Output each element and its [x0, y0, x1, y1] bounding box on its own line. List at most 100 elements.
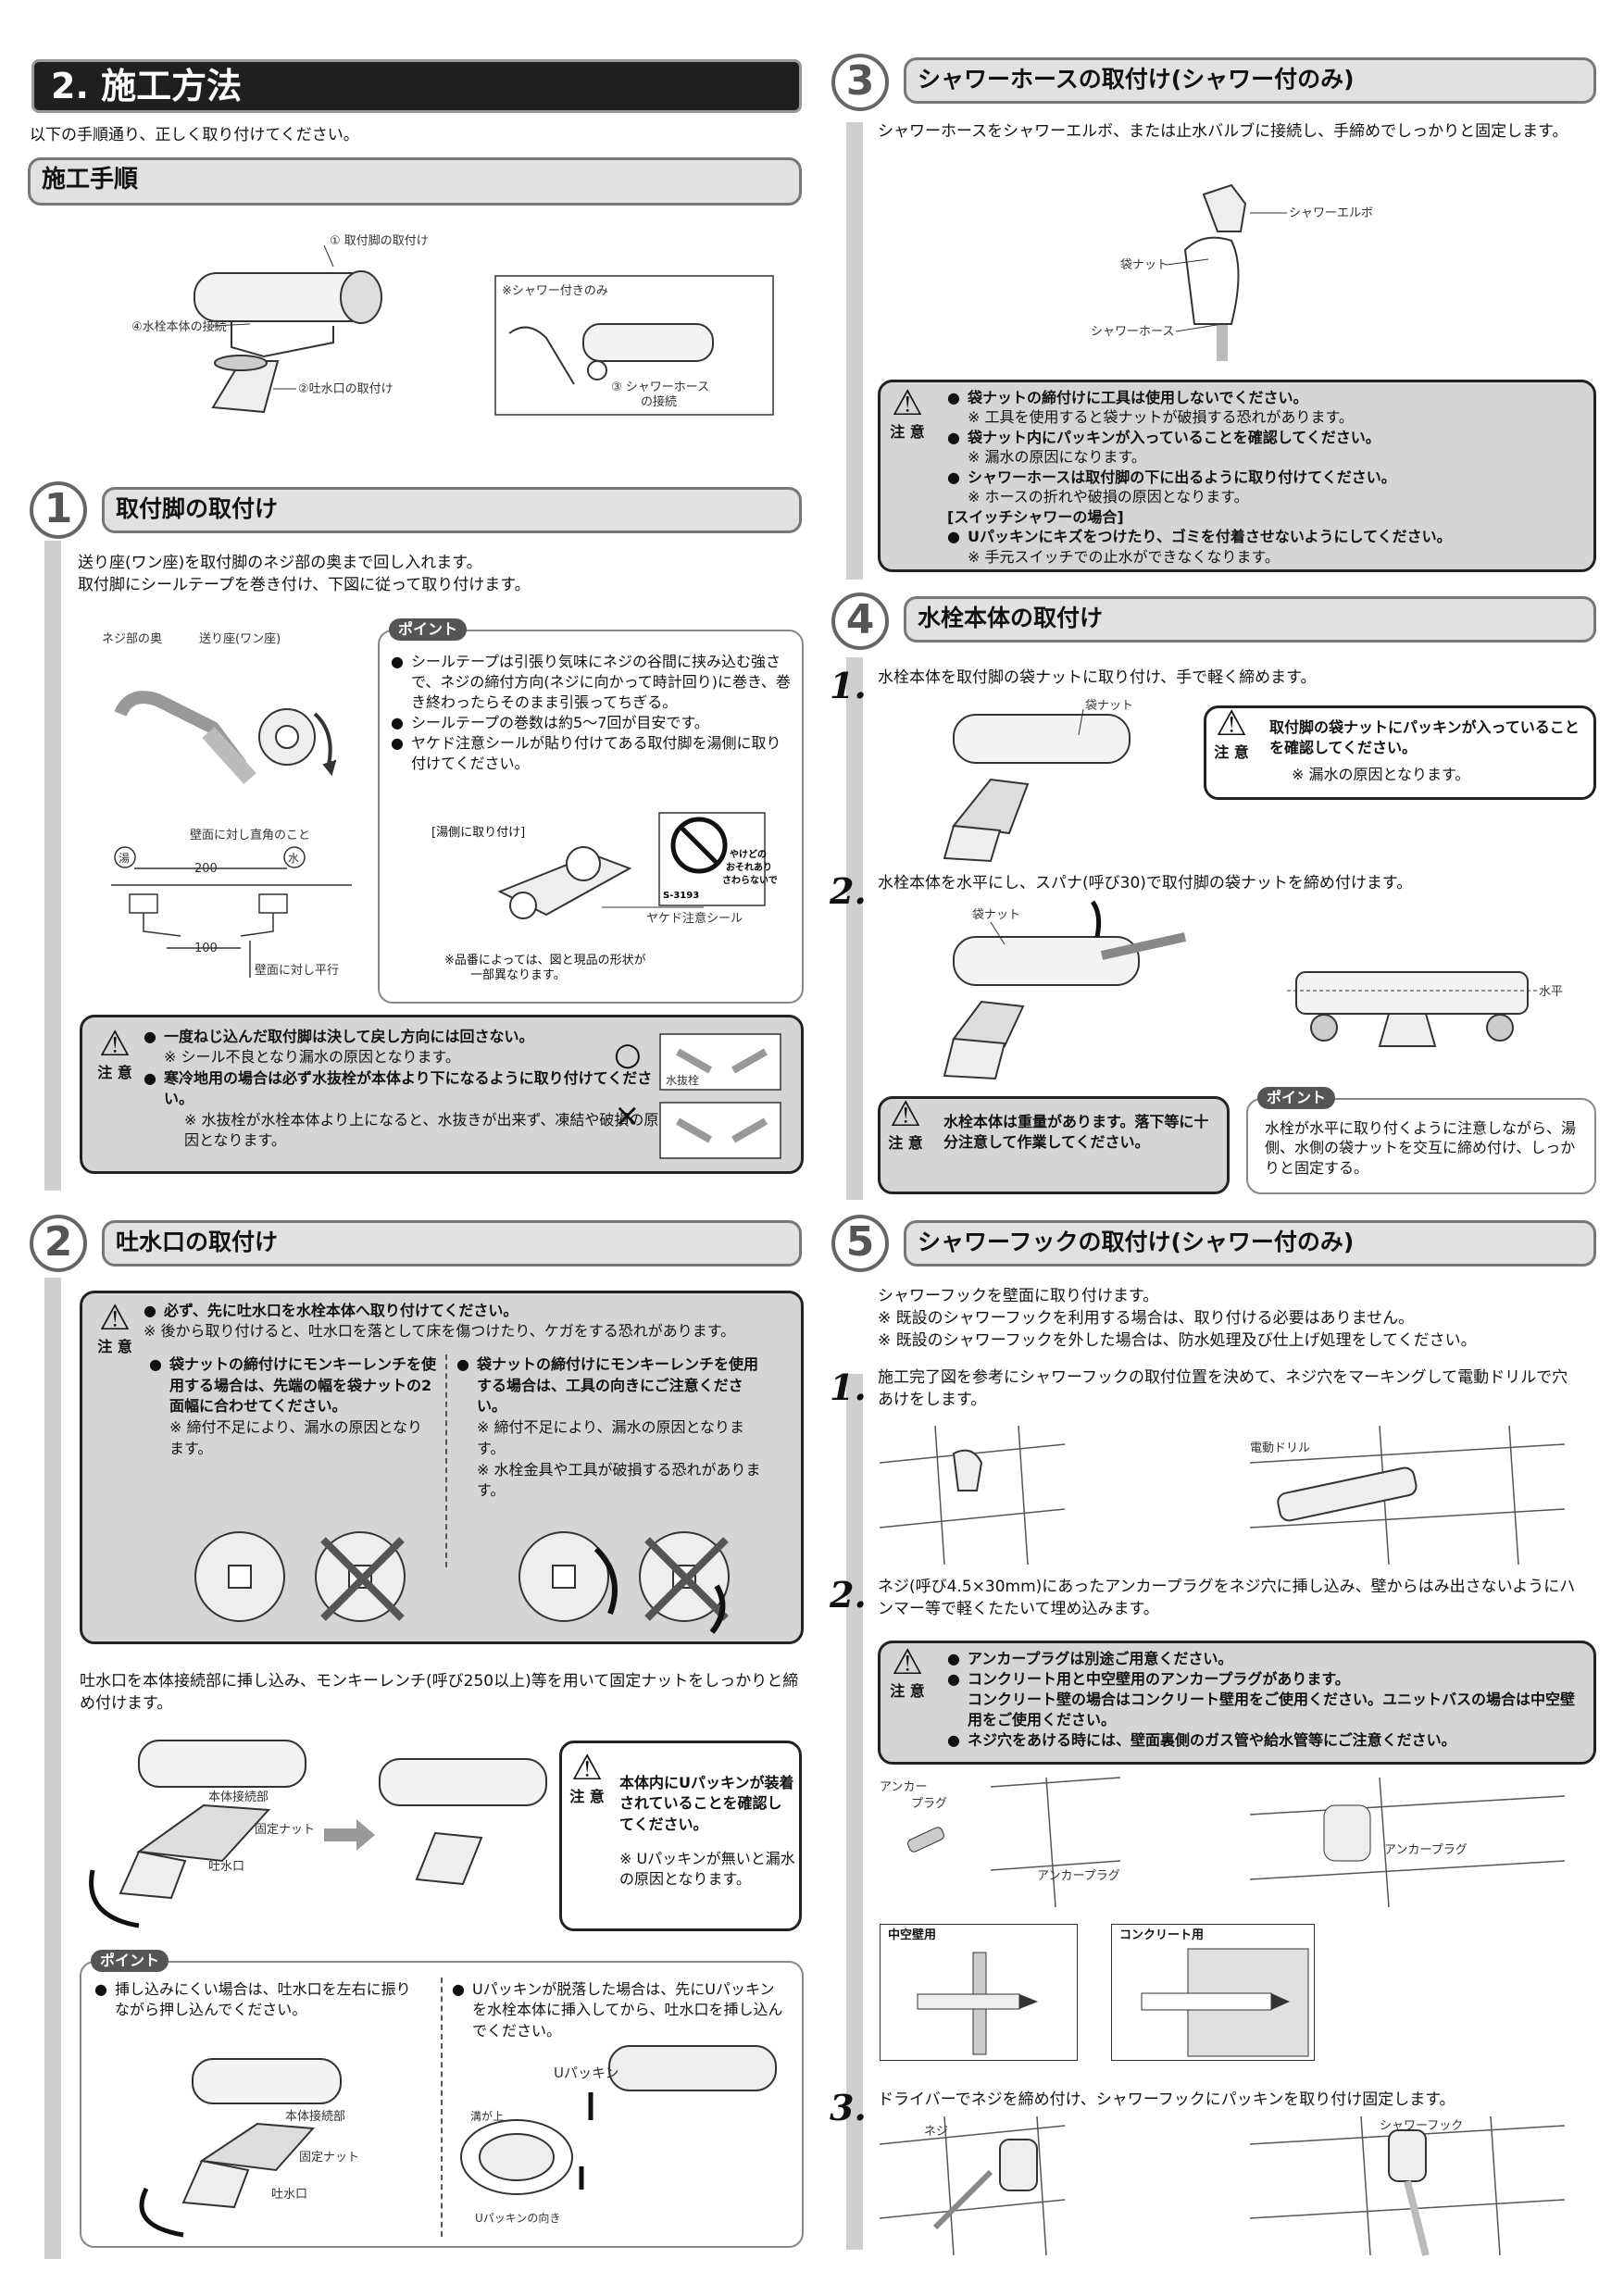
s5-caution2: コンクリート用と中空壁用のアンカープラグがあります。 [947, 1669, 1586, 1690]
s1-lbl-parallel: 壁面に対し平行 [255, 964, 339, 978]
s2-caution1-note: ※ 後から取り付けると、吐水口を落として床を傷つけたり、ケガをする恐れがあります… [144, 1322, 736, 1341]
no-touch-icon [670, 817, 728, 874]
s3-caution3: シャワーホースは取付脚の下に出るように取り付けてください。 [947, 468, 1586, 488]
s3-caution3-note: ※ ホースの折れや破損の原因となります。 [968, 488, 1249, 506]
s2-caution3: 袋ナットの締付けにモンキーレンチを使用する場合は、工具の向きにご注意ください。 [456, 1354, 771, 1417]
s4-caution1: 取付脚の袋ナットにパッキンが入っていることを確認してください。 [1269, 718, 1580, 756]
s1-lbl-100: 100 [194, 942, 218, 955]
step2-number: 2 [30, 1215, 87, 1272]
s3-caution1-note: ※ 工具を使用すると袋ナットが破損する恐れがあります。 [968, 408, 1354, 427]
s3-caution1: 袋ナットの締付けに工具は使用しないでください。 [947, 388, 1586, 408]
step1-text1: 送り座(ワン座)を取付脚のネジ部の奥まで回し入れます。 [78, 554, 482, 572]
step1-number: 1 [30, 481, 87, 539]
s5-s2: ネジ(呼び4.5×30mm)にあったアンカープラグをネジ穴に挿し込み、壁からはみ… [878, 1578, 1576, 1619]
page-title: 2. 施工方法 [31, 59, 802, 113]
step5-sub3-num: 3. [830, 2087, 867, 2128]
step4-body-illustration: 袋ナット [943, 699, 1133, 863]
s5-lbl-concrete: コンクリート用 [1119, 1928, 1205, 1942]
concrete-wall-box: コンクリート用 [1111, 1924, 1315, 2061]
step3-title: シャワーホースの取付け(シャワー付のみ) [904, 57, 1596, 104]
caution-divider [445, 1354, 447, 1567]
step1-point-tag: ポイント [389, 618, 468, 641]
concrete-anchor-drawing [1141, 1948, 1309, 2057]
step5-title: シャワーフックの取付け(シャワー付のみ) [904, 1220, 1596, 1267]
s1-lbl-cold: 水 [288, 852, 299, 865]
shower-only-label: ※シャワー付きのみ [502, 284, 608, 298]
hollow-wall-box: 中空壁用 [880, 1924, 1078, 2061]
step1-title: 取付脚の取付け [102, 487, 802, 533]
pt-lbl-body: 本体接続部 [285, 2109, 345, 2124]
ng-cross [320, 1537, 729, 1621]
step4-title: 水栓本体の取付け [904, 596, 1596, 643]
s3-caution2: 袋ナット内にパッキンが入っていることを確認してください。 [947, 428, 1586, 448]
step3-hose-illustration: シャワーエルボ 袋ナット シャワーホース [1091, 183, 1373, 361]
ov-label2: ②吐水口の取付け [298, 382, 394, 396]
drain-valve-illustration: 水抜栓 [659, 1033, 781, 1159]
point-divider [441, 1978, 443, 2237]
s2-lbl-body: 本体接続部 [208, 1790, 269, 1804]
s1-lbl-200: 200 [194, 862, 218, 876]
s5-caution2b: コンクリート壁の場合はコンクリート壁用をご使用ください。ユニットバスの場合は中空… [968, 1691, 1576, 1729]
step4-s2: 水栓本体を水平にし、スパナ(呼び30)で取付脚の袋ナットを締め付けます。 [878, 874, 1413, 892]
ov-label3b: の接続 [641, 394, 677, 409]
s1-lbl-rightangle: 壁面に対し直角のこと [190, 829, 310, 842]
step4-number: 4 [831, 593, 889, 650]
s5-lbl-anchor1b: プラグ [911, 1797, 947, 1811]
step2-title: 吐水口の取付け [102, 1220, 802, 1267]
s3-lbl-elbow: シャワーエルボ [1289, 206, 1373, 220]
s2-caution-upack: 本体内にUパッキンが装着されていることを確認してください。 [619, 1774, 794, 1833]
s2-lbl-nut: 固定ナット [255, 1823, 315, 1837]
s1-caution2: 寒冷地用の場合は必ず水抜栓が本体より下になるように取り付けてください。 [144, 1068, 662, 1110]
burn-sticker-label: ヤケド注意シール [646, 911, 743, 926]
step2-caution-upacking: ⚠注 意 本体内にUパッキンが装着されていることを確認してください。 ※ Uパッ… [559, 1741, 802, 1931]
s5-caution3: ネジ穴をあける時には、壁面裏側のガス管や給水管等にご注意ください。 [947, 1730, 1586, 1751]
step1-point1: シールテープは引張り気味にネジの谷間に挟み込む強さで、ネジの締付方向(ネジに向か… [391, 652, 791, 713]
intro-text: 以下の手順通り、正しく取り付けてください。 [30, 126, 359, 144]
s2-caution2: 袋ナットの締付けにモンキーレンチを使用する場合は、先端の幅を袋ナットの2面幅に合… [149, 1354, 436, 1417]
s5-caution1: アンカープラグは別途ご用意ください。 [947, 1649, 1586, 1669]
step1-point3: ヤケド注意シールが貼り付けてある取付脚を湯側に取り付けてください。 [391, 733, 791, 774]
s2-point2: Uパッキンが脱落した場合は、先にUパッキンを水栓本体に挿入してから、吐水口を挿し… [452, 1979, 785, 2041]
s5-t2: ※ 既設のシャワーフックを利用する場合は、取り付ける必要はありません。 [878, 1309, 1415, 1328]
step1-rail [44, 541, 61, 1191]
sticker-code: S-3193 [663, 891, 699, 901]
s1-lbl-hot: 湯 [119, 852, 130, 865]
step5-sub2-num: 2. [830, 1574, 867, 1616]
step5-drill-illustration: 電動ドリル [879, 1425, 1566, 1566]
s5-t3: ※ 既設のシャワーフックを外した場合は、防水処理及び仕上げ処理をしてください。 [878, 1331, 1477, 1350]
step4-level-illustration: 水平 [1287, 971, 1563, 1047]
step2-caution-box: ⚠注 意 必ず、先に吐水口を水栓本体へ取り付けてください。 ※ 後から取り付ける… [80, 1291, 804, 1644]
s4-caution1-note: ※ 漏水の原因となります。 [1292, 766, 1470, 783]
warning-icon: ⚠注 意 [890, 382, 925, 441]
ov-label1: ① 取付脚の取付け [330, 233, 429, 248]
s3-caution2-note: ※ 漏水の原因になります。 [968, 448, 1146, 467]
sticker-text1: やけどの [730, 848, 767, 860]
warning-icon: ⚠注 意 [1214, 703, 1249, 761]
s5-lbl-hollow: 中空壁用 [888, 1928, 937, 1942]
s4-lbl-nut2: 袋ナット [972, 908, 1020, 922]
step1-point-box: ポイント シールテープは引張り気味にネジの谷間に挟み込む強さで、ネジの締付方向(… [378, 618, 804, 1004]
step2-spout-illustration: 本体接続部 固定ナット 吐水口 [89, 1740, 547, 1928]
pt-lbl-upack: Uパッキン [554, 2065, 619, 2081]
s1-lbl-screw: ネジ部の奥 [102, 632, 162, 646]
step5-rail [846, 1374, 863, 2250]
s3-lbl-hose: シャワーホース [1091, 325, 1174, 339]
step1-text2: 取付脚にシールテープを巻き付け、下図に従って取り付けます。 [78, 576, 531, 594]
s2-caution-upack-note: ※ Uパッキンが無いと漏水の原因となります。 [619, 1850, 795, 1889]
s2-point1: 挿し込みにくい場合は、吐水口を左右に振りながら押し込んでください。 [94, 1979, 418, 2021]
s2-caution3-note1: ※ 締付不足により、漏水の原因となります。 [477, 1418, 745, 1457]
step1-leg-illustration: ネジ部の奥 送り座(ワン座) 壁面に対し直角のこと 湯 水 200 100 壁面… [102, 632, 352, 978]
pt-lbl-dir: Uパッキンの向き [475, 2211, 560, 2225]
ov-label3: ③ シャワーホース [611, 381, 709, 394]
sticker-text3: さわらないで [722, 875, 778, 886]
step4-point-tag: ポイント [1257, 1087, 1336, 1109]
step2-point-box: ポイント 挿し込みにくい場合は、吐水口を左右に振りながら押し込んでください。 U… [80, 1950, 804, 2248]
procedure-heading: 施工手順 [28, 157, 802, 206]
step3-caution-box: ⚠注 意 袋ナットの締付けに工具は使用しないでください。 ※ 工具を使用すると袋… [878, 380, 1596, 572]
step4-sub1-num: 1. [830, 665, 867, 706]
step4-rail [846, 657, 863, 1200]
s4-caution2: 水栓本体は重量があります。落下等に十分注意して作業してください。 [943, 1113, 1209, 1152]
s3-caution4-note: ※ 手元スイッチでの止水ができなくなります。 [968, 547, 1280, 566]
s1-caution2-note: ※ 水抜栓が水栓本体より上になると、水抜きが出来ず、凍結や破損の原因となります。 [184, 1110, 659, 1149]
s5-lbl-drill: 電動ドリル [1250, 1441, 1310, 1455]
